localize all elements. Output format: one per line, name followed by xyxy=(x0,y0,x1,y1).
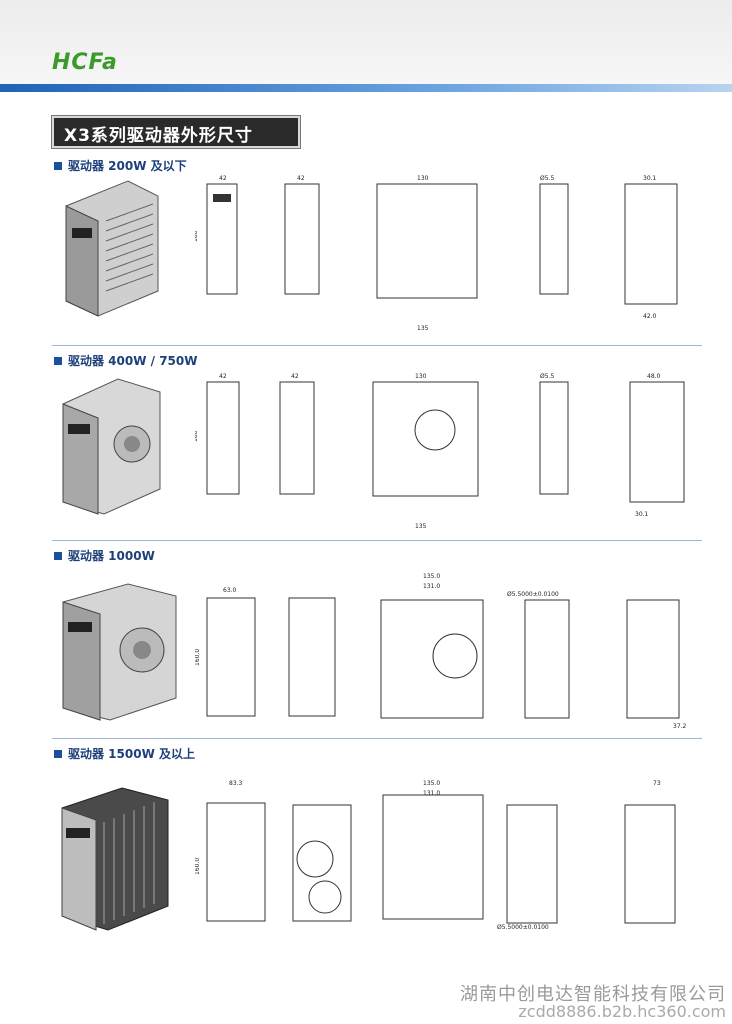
svg-text:Ø5.5000±0.0100: Ø5.5000±0.0100 xyxy=(497,924,549,931)
svg-text:30.1: 30.1 xyxy=(635,511,649,518)
svg-text:160.0: 160.0 xyxy=(195,858,201,875)
page-title: X3系列驱动器外形尺寸 xyxy=(64,126,253,146)
company-name: 湖南中创电达智能科技有限公司 xyxy=(460,984,726,1005)
svg-text:37.2: 37.2 xyxy=(673,723,687,730)
section-divider-1 xyxy=(52,345,702,346)
svg-text:131.0: 131.0 xyxy=(423,583,440,590)
svg-text:42: 42 xyxy=(219,373,227,380)
drive-photo-200w xyxy=(65,180,159,317)
svg-text:130: 130 xyxy=(415,373,427,380)
company-url: zcdd8886.b2b.hc360.com xyxy=(518,1002,726,1021)
svg-text:Ø5.5: Ø5.5 xyxy=(540,175,554,182)
svg-text:30.1: 30.1 xyxy=(643,175,657,182)
svg-text:130: 130 xyxy=(417,175,429,182)
drawing-row-200w: 42 180 42 130 135 Ø5.5 30.1 42.0 xyxy=(195,175,678,332)
svg-text:63.0: 63.0 xyxy=(223,587,237,594)
section-divider-3 xyxy=(52,738,702,739)
svg-text:42: 42 xyxy=(291,373,299,380)
svg-text:135: 135 xyxy=(415,523,427,530)
svg-text:48.0: 48.0 xyxy=(647,373,661,380)
svg-text:83.3: 83.3 xyxy=(229,780,243,787)
section-title-3: 驱动器 1000W xyxy=(54,547,155,564)
svg-text:135.0: 135.0 xyxy=(423,780,440,787)
drive-photo-1000w xyxy=(62,583,177,721)
svg-text:131.0: 131.0 xyxy=(423,790,440,797)
svg-text:42.0: 42.0 xyxy=(643,313,657,320)
svg-text:73: 73 xyxy=(653,780,661,787)
section-title-1: 驱动器 200W 及以下 xyxy=(54,157,187,174)
svg-text:42: 42 xyxy=(297,175,305,182)
brand-logo: HCFa xyxy=(52,50,118,75)
svg-text:Ø5.5000±0.0100: Ø5.5000±0.0100 xyxy=(507,591,559,598)
section-title-4: 驱动器 1500W 及以上 xyxy=(54,745,195,762)
drawing-row-1500w: 83.3 160.0 135.0 131.0 Ø5.5000±0.0100 73 xyxy=(195,780,676,931)
drawing-row-400w: 42 180 42 130 135 Ø5.5 48.0 30.1 xyxy=(195,373,685,530)
drive-photo-400w xyxy=(62,378,161,515)
header-band xyxy=(0,84,732,92)
svg-text:180: 180 xyxy=(195,430,199,442)
svg-text:135.0: 135.0 xyxy=(423,573,440,580)
svg-text:42: 42 xyxy=(219,175,227,182)
svg-text:180: 180 xyxy=(195,230,199,242)
page-title-box: X3系列驱动器外形尺寸 xyxy=(52,116,300,148)
drawing-row-1000w: 63.0 160.0 135.0 131.0 Ø5.5000±0.0100 37.2 xyxy=(195,573,687,730)
svg-text:Ø5.5: Ø5.5 xyxy=(540,373,554,380)
svg-text:135: 135 xyxy=(417,325,429,332)
section-title-2: 驱动器 400W / 750W xyxy=(54,352,198,369)
svg-text:160.0: 160.0 xyxy=(195,649,201,666)
section-divider-2 xyxy=(52,540,702,541)
page-header xyxy=(0,0,732,90)
drive-photo-1500w xyxy=(61,787,169,931)
